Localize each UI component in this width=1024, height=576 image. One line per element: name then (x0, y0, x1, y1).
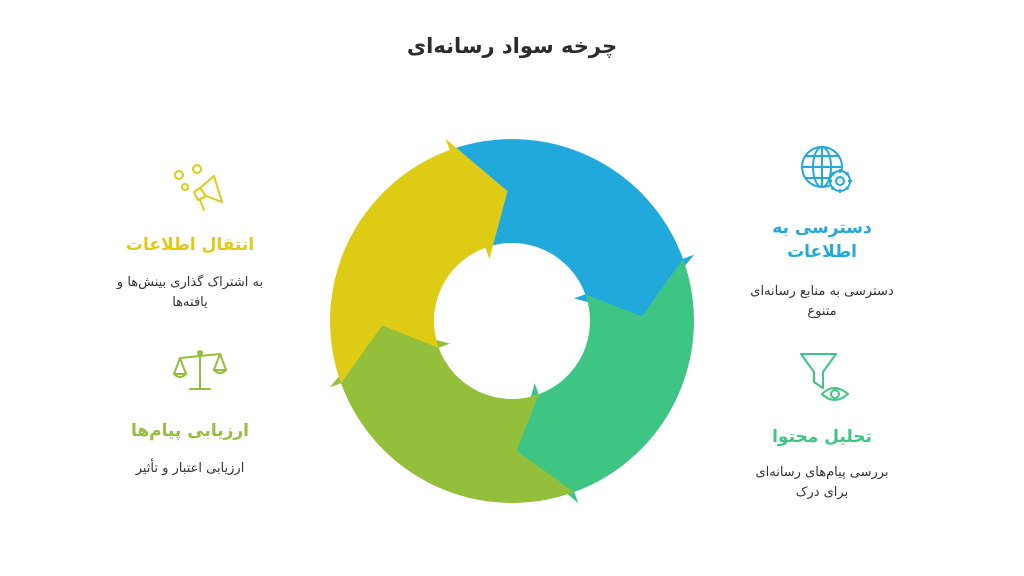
step-share-heading: انتقال اطلاعات (125, 235, 255, 255)
segment-evaluate (329, 325, 575, 503)
step-access-heading: دسترسی به اطلاعات (772, 218, 872, 262)
step-evaluate: ارزیابی پیام‌ها ارزیابی اعتبار و تأثیر (110, 419, 270, 479)
segment-share (330, 138, 508, 384)
segment-access (449, 139, 695, 317)
step-access: دسترسی به اطلاعات دسترسی به منابع رسانه‌… (742, 216, 902, 322)
megaphone-icon (174, 164, 223, 211)
step-evaluate-heading: ارزیابی پیام‌ها (130, 421, 249, 441)
step-share-description: به اشتراک گذاری بینش‌ها و یافته‌ها (116, 275, 264, 310)
funnel-eye-icon (800, 353, 849, 401)
globe-gear-icon (801, 146, 852, 193)
step-access-description: دسترسی به منابع رسانه‌ای متنوع (750, 284, 894, 319)
diagram-title: چرخه سواد رسانه‌ای (406, 34, 618, 58)
step-analyze: تحلیل محتوا بررسی پیام‌های رسانه‌ای برای… (742, 425, 902, 503)
scales-icon (173, 350, 227, 390)
step-analyze-description: بررسی پیام‌های رسانه‌ای برای درک (755, 465, 889, 500)
step-share: انتقال اطلاعات به اشتراک گذاری بینش‌ها و… (110, 233, 270, 313)
step-evaluate-description: ارزیابی اعتبار و تأثیر (135, 461, 245, 476)
segment-analyze (516, 258, 694, 504)
step-analyze-heading: تحلیل محتوا (772, 427, 872, 447)
